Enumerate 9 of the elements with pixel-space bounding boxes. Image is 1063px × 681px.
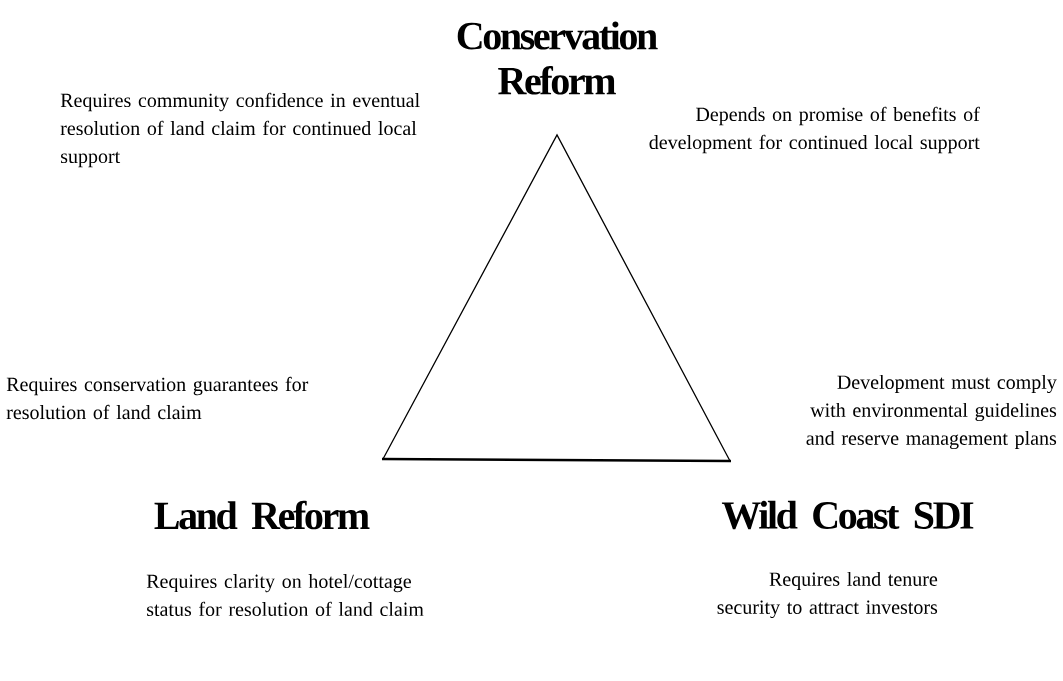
note-text: Depends on promise of benefits of development for continued local support (649, 106, 980, 154)
heading: Land Reform (154, 500, 370, 530)
note-text: Development must comply with environmental guidelines and reserve management plans (806, 374, 1057, 450)
note-text: Requires conservation guarantees for resolution of land claim (6, 376, 309, 420)
heading: Wild Coast SDI (721, 500, 974, 530)
note-text: Requires clarity on hotel/cottage status for resolution of land claim (146, 573, 424, 617)
heading: Conservation Reform (457, 21, 658, 95)
note-text: Requires land tenure security to attract investors (717, 571, 938, 619)
note-text: Requires community confidence in eventual resolution of land claim for continued local support (60, 92, 420, 168)
